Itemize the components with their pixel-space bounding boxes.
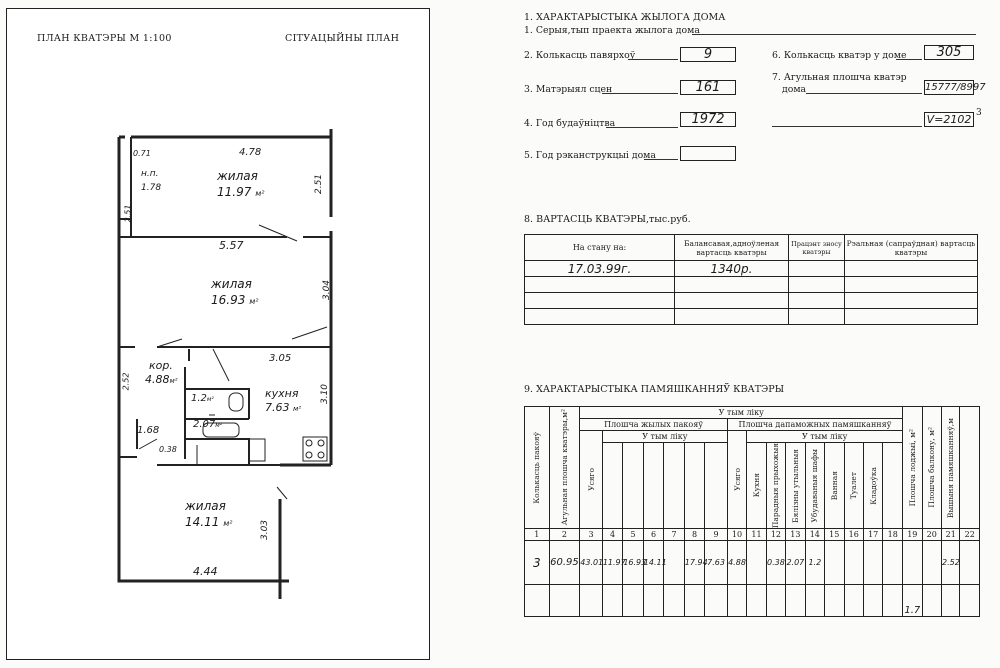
volume-superscript: 3 [976,108,982,118]
room1-area: 11.97 м² [217,185,265,199]
value-date: 17.03.99г. [524,260,675,277]
value-header-balance: Балансавая,адноўленая вартасць кватэры [674,234,789,261]
floors-label: 2. Колькасць павярхоў [524,50,636,61]
dim-305: 3.05 [269,353,292,364]
balcony-header: Плошча балкону, м² [927,427,937,508]
rooms-table: Колькасць пакояў Агульная плошча кватэры… [524,405,980,618]
bathtub-icon [202,422,240,438]
total-area-header: Агульная плошча кватэры,м² [559,409,569,526]
dim-310: 3.10 [320,383,331,405]
in-total-header: У тым ліку [579,406,904,419]
dim-178: 1.78 [141,183,162,193]
series-label: 1. Серыя,тып праекта жылога дома [524,25,700,36]
dim-071: 0.71 [133,149,151,158]
section9-title: 9. ХАРАКТАРЫСТЫКА ПАМЯШКАННЯЎ КВАТЭРЫ [524,384,785,395]
stove-icon [302,436,328,462]
col-hall: Парадныя прыхожыя [771,443,781,529]
dim-251-right: 2.51 [314,173,325,195]
recon-box [680,146,736,161]
value-header-real: Рэальная (сапраўдная) вартасць кватэры [844,234,978,261]
aux-area-header: Плошча дапаможных памяшканняў [726,418,904,431]
flats-box: 305 [924,45,974,60]
walls-label: 3. Матэрыял сцен [524,84,613,95]
living-all-header: Усяго [586,468,596,491]
dim-478: 4.78 [239,147,262,158]
value-table: На стану на: Балансавая,адноўленая варта… [524,234,978,325]
bath-area: 2.07м² [193,419,223,430]
col-bath: Ванная [829,470,839,501]
corridor-label: кор. [149,359,173,372]
value-header-date: На стану на: [524,234,675,261]
aux-all-header: Усяго [732,468,742,491]
value-header-wear: Працэнт зносу кватэры [788,234,845,261]
area-label-2: дома [782,84,807,95]
loggia-value: 1.7 [902,584,923,618]
volume-box: V=2102 [924,112,974,127]
situation-plan-title: СІТУАЦЫЙНЫ ПЛАН [285,33,400,44]
value-balance: 1340р. [674,260,789,277]
dim-557: 5.57 [219,239,244,252]
floor-plan-panel: ПЛАН КВАТЭРЫ М 1:100 СІТУАЦЫЙНЫ ПЛАН [6,8,430,660]
form-panel: 1. ХАРАКТАРЫСТЫКА ЖЫЛОГА ДОМА 1. Серыя,т… [440,0,1000,668]
room2-label: жилая [211,277,252,291]
col-wardrobe: Убудаваныя шафы [810,448,820,523]
col-kitchen: Кухня [751,473,761,498]
floors-box: 9 [680,47,736,62]
flats-label: 6. Колькасць кватэр у доме [772,50,907,61]
room1-label: жилая [217,169,258,183]
section8-title: 8. ВАРТАСЦЬ КВАТЭРЫ,тыс.руб. [524,214,691,225]
kitchen-label: кухня [265,387,299,400]
floor-plan-drawing [117,129,333,599]
section1-title: 1. ХАРАКТАРЫСТЫКА ЖЫЛОГА ДОМА [524,12,726,23]
dim-304: 3.04 [322,279,333,301]
dim-251-left: 2.51 [123,204,133,223]
rooms-count-header: Колькасць пакояў [532,431,542,504]
dim-252: 2.52 [121,372,131,391]
col-wc: Туалет [849,471,859,500]
toilet-area: 1.2м² [191,393,214,404]
height-header: Вышыня памяшканняў,м [946,417,956,518]
dim-303: 3.03 [260,519,271,541]
room3-label: жилая [185,499,226,513]
corridor-area: 4.88м² [145,373,178,386]
label-np: н.п. [141,169,159,179]
recon-label: 5. Год рэканструкцыі дома [524,150,656,161]
dim-168: 1.68 [137,425,160,436]
dim-444: 4.44 [193,565,218,578]
living-area-header: Плошча жылых пакояў [579,418,728,431]
col-pantry: Кладоўка [868,466,878,505]
plan-title: ПЛАН КВАТЭРЫ М 1:100 [37,33,172,44]
area-box: 15777/8997 [924,80,986,95]
walls-box: 161 [680,80,736,95]
living-inc-header: У тым ліку [601,430,728,443]
loggia-header: Плошча лоджыі, м² [907,428,917,507]
room2-area: 16.93 м² [211,293,259,307]
dim-038: 0.38 [159,445,177,454]
area-label-1: 7. Агульная плошча кватэр [772,72,907,83]
built-box: 1972 [680,112,736,127]
kitchen-area: 7.63 м² [265,401,302,414]
toilet-icon [228,392,244,412]
col-linen: Бялізны утыльныя [790,448,800,523]
room3-area: 14.11 м² [185,515,233,529]
built-label: 4. Год будаўніцтва [524,118,616,129]
outer-wall-left [117,137,289,583]
aux-inc-header: У тым ліку [746,430,904,443]
